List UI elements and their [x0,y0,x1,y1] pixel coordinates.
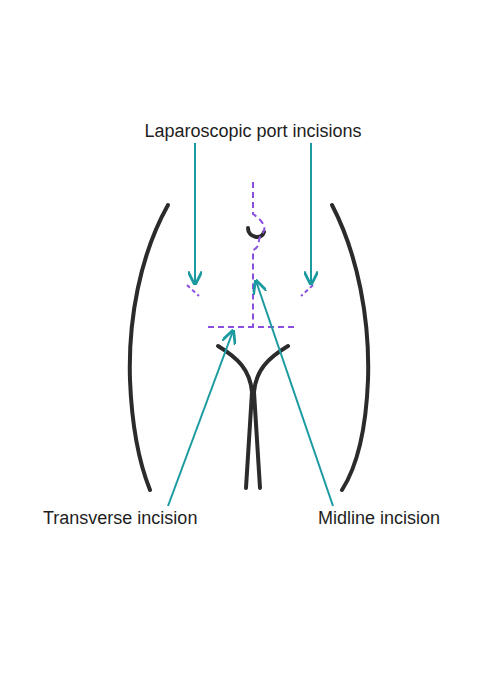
port-incision [301,285,313,296]
leader-arrow [310,143,312,284]
transverse-incision [208,326,296,328]
groin-line [254,346,288,488]
port-incision [187,285,199,296]
leader-arrow [256,281,333,506]
leader-arrow [194,143,196,284]
midline-incision [253,182,264,327]
body-outline-right [332,205,368,490]
body-outline-left [130,205,168,490]
callout-label: Laparoscopic port incisions [145,121,362,141]
leader-arrow [168,331,233,506]
navel [248,228,264,237]
callout-label: Transverse incision [43,508,197,528]
groin-line [218,346,252,488]
callout-label: Midline incision [318,508,440,528]
